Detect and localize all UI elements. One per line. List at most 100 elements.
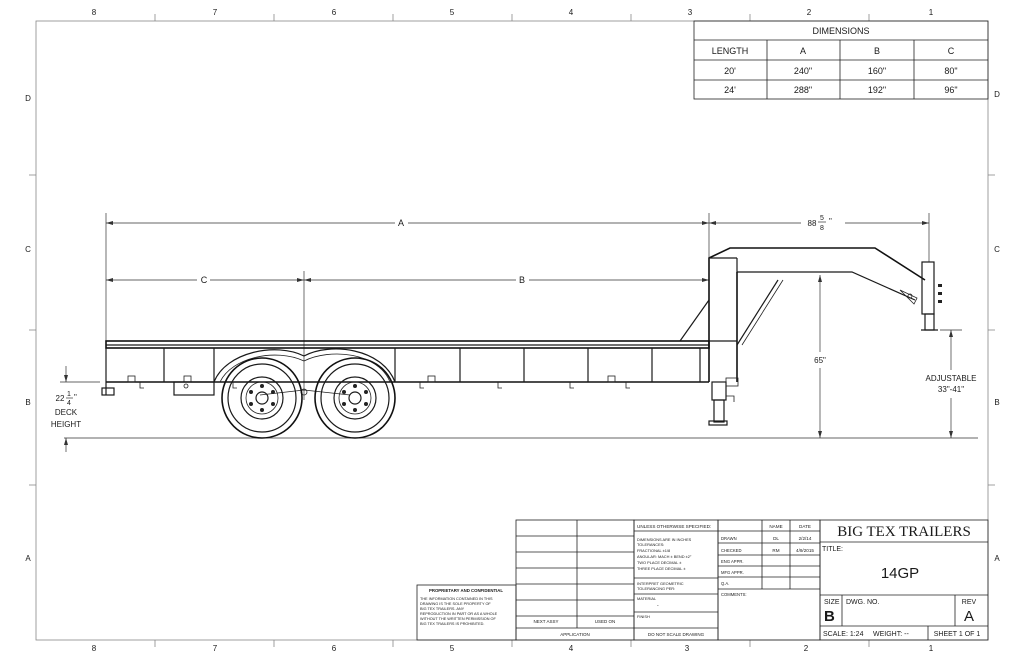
zone-labels-right: D C B A: [994, 90, 1000, 563]
zone-col-label: 6: [332, 8, 337, 17]
zone-row-label: C: [25, 245, 31, 254]
deck-height-label: HEIGHT: [51, 420, 81, 429]
tolerance-line: DIMENSIONS ARE IN INCHES: [637, 537, 692, 542]
table-header-b: B: [874, 46, 880, 56]
title-label: TITLE:: [822, 546, 843, 553]
stake-pockets: [127, 375, 630, 389]
checked-name: RM: [772, 548, 779, 553]
zone-col-label: 5: [450, 8, 455, 17]
table-cell: 240": [794, 66, 812, 76]
zone-row-label: D: [994, 90, 1000, 99]
size-label: SIZE: [824, 599, 840, 606]
dwg-no-label: DWG. NO.: [846, 599, 879, 606]
table-cell: 96": [944, 85, 957, 95]
mfg-appr-label: MFG APPR.: [721, 570, 744, 575]
zone-labels-bottom: 8 7 6 5 4 3 2 1: [92, 644, 934, 653]
zone-col-label: 2: [804, 644, 809, 653]
zone-labels-left: D C B A: [25, 94, 31, 563]
table-header-length: LENGTH: [712, 46, 749, 56]
zone-col-label: 7: [213, 8, 218, 17]
do-not-scale: DO NOT SCALE DRAWING: [648, 632, 705, 637]
title-block: PROPRIETARY AND CONFIDENTIAL THE INFORMA…: [416, 519, 989, 641]
unless-specified: UNLESS OTHERWISE SPECIFIED:: [637, 524, 711, 529]
checked-label: CHECKED: [721, 548, 741, 553]
zone-col-label: 5: [450, 644, 455, 653]
table-cell: 80": [944, 66, 957, 76]
zone-col-label: 8: [92, 8, 97, 17]
drawn-date: 2/2/14: [799, 536, 812, 541]
zone-col-label: 1: [929, 8, 934, 17]
table-cell: 288": [794, 85, 812, 95]
dim-label-deck: 22: [56, 394, 65, 403]
dimensions-table: DIMENSIONS LENGTH A B C 20' 240" 160" 80…: [693, 20, 989, 100]
sheet-border: [29, 14, 995, 647]
zone-col-label: 3: [688, 8, 693, 17]
dim-label-c: C: [201, 275, 208, 285]
dim-label-neck-num: 5: [820, 215, 824, 222]
zone-col-label: 8: [92, 644, 97, 653]
tolerance-line: TOLERANCES:: [637, 542, 664, 547]
proprietary-line: REPRODUCTION IN PART OR AS A WHOLE: [420, 612, 498, 616]
proprietary-title: PROPRIETARY AND CONFIDENTIAL: [429, 588, 503, 593]
tolerance-line: THREE PLACE DECIMAL ±: [637, 566, 686, 571]
used-on-label: USED ON: [595, 619, 616, 624]
checked-date: 4/9/2015: [796, 548, 814, 553]
deck-height-label: DECK: [55, 408, 78, 417]
interpret-line: INTERPRET GEOMETRIC: [637, 581, 684, 586]
dim-label-neck-den: 8: [820, 225, 824, 232]
wheel-rear: [314, 357, 396, 439]
sheet-label: SHEET 1 OF 1: [934, 631, 981, 638]
application-label: APPLICATION: [560, 632, 589, 637]
next-assy-label: NEXT ASSY: [534, 619, 559, 624]
date-header: DATE: [799, 524, 811, 529]
proprietary-line: THE INFORMATION CONTAINED IN THIS: [420, 597, 493, 601]
dim-label-adjustable-range: 33"-41": [938, 385, 964, 394]
dim-label-b: B: [519, 275, 525, 285]
table-cell: 24': [724, 85, 736, 95]
table-header-a: A: [800, 46, 806, 56]
zone-col-label: 2: [807, 8, 812, 17]
dim-label-neck: 88: [808, 219, 817, 228]
dim-label-neck-unit: ": [829, 217, 832, 226]
company-name: BIG TEX TRAILERS: [837, 524, 971, 540]
zone-row-label: B: [25, 398, 30, 407]
wheel-front: [221, 357, 303, 439]
proprietary-line: DRAWING IS THE SOLE PROPERTY OF: [420, 602, 491, 606]
tolerance-line: ANGULAR: MACH ± BEND ±2°: [637, 554, 692, 559]
tolerance-line: FRACTIONAL ±1/8: [637, 548, 670, 553]
dim-label-height: 65": [814, 356, 826, 365]
dim-label-adjustable: ADJUSTABLE: [926, 374, 977, 383]
material-value: -: [657, 603, 659, 609]
zone-row-label: B: [994, 398, 999, 407]
proprietary-line: BIG TEX TRAILERS IS PROHIBITED.: [420, 622, 484, 626]
zone-col-label: 4: [569, 8, 574, 17]
proprietary-line: BIG TEX TRAILERS. ANY: [420, 607, 465, 611]
zone-row-label: A: [25, 554, 31, 563]
table-cell: 160": [868, 66, 886, 76]
table-cell: 20': [724, 66, 736, 76]
comments-label: COMMENTS:: [721, 592, 747, 597]
zone-labels-top: 8 7 6 5 4 3 2 1: [92, 8, 934, 17]
zone-col-label: 4: [569, 644, 574, 653]
zone-row-label: C: [994, 245, 1000, 254]
rev-value: A: [964, 608, 974, 625]
zone-col-label: 1: [929, 644, 934, 653]
trailer-side-view: [101, 247, 942, 439]
zone-col-label: 3: [685, 644, 690, 653]
finish-label: FINISH: [637, 614, 650, 619]
scale-label: SCALE: 1:24: [823, 631, 864, 638]
weight-label: WEIGHT: --: [873, 631, 909, 638]
zone-col-label: 7: [213, 644, 218, 653]
name-header: NAME: [769, 524, 782, 529]
table-header-c: C: [948, 46, 955, 56]
qa-label: Q.A.: [721, 581, 729, 586]
zone-row-label: D: [25, 94, 31, 103]
dimension-lines: A 88 5 8 " C B 65" ADJU: [51, 213, 978, 452]
dim-label-deck-unit: ": [74, 393, 77, 402]
table-cell: 192": [868, 85, 886, 95]
drawn-name: DL: [773, 536, 779, 541]
tolerance-line: TWO PLACE DECIMAL ±: [637, 560, 682, 565]
interpret-line: TOLERANCING PER:: [637, 586, 675, 591]
rev-label: REV: [962, 599, 977, 606]
